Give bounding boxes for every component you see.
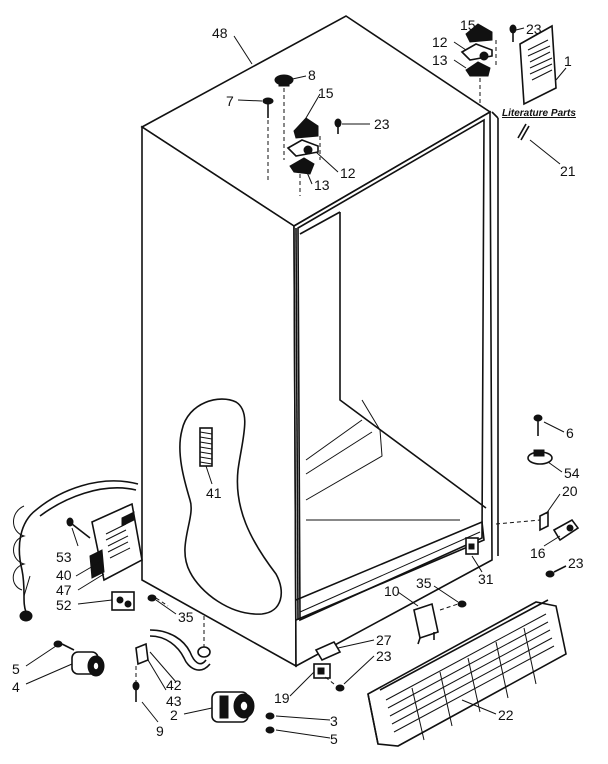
label-23-side: 23 (568, 555, 584, 571)
label-47: 47 (56, 582, 72, 598)
left-side-parts (12, 480, 169, 622)
label-21: 21 (560, 163, 576, 179)
label-7: 7 (226, 93, 234, 109)
label-5-bottom: 5 (330, 731, 338, 747)
label-15-center: 15 (318, 85, 334, 101)
right-side-parts (465, 414, 580, 578)
label-40: 40 (56, 567, 72, 583)
label-9: 9 (156, 723, 164, 739)
label-12-center: 12 (340, 165, 356, 181)
label-12-right: 12 (432, 34, 448, 50)
label-10: 10 (384, 583, 400, 599)
top-hinge-assembly (262, 74, 342, 196)
label-41: 41 (206, 485, 222, 501)
label-4: 4 (12, 679, 20, 695)
label-16: 16 (530, 545, 546, 561)
label-8: 8 (308, 67, 316, 83)
label-6: 6 (566, 425, 574, 441)
refrigerator-cabinet (140, 15, 499, 668)
label-13-center: 13 (314, 177, 330, 193)
label-15-right: 15 (460, 17, 476, 33)
toe-grille (367, 599, 567, 747)
leader-lines (23, 25, 567, 739)
label-5-left: 5 (12, 661, 20, 677)
label-42: 42 (166, 677, 182, 693)
label-52: 52 (56, 597, 72, 613)
label-23-right: 23 (526, 21, 542, 37)
coil-spring-part (199, 427, 213, 467)
part-labels: 48 8 7 15 23 12 13 15 23 12 13 1 21 6 54… (12, 17, 584, 747)
label-48: 48 (212, 25, 228, 41)
label-20: 20 (562, 483, 578, 499)
literature-parts-label: Literature Parts (502, 108, 576, 119)
label-35-right: 35 (416, 575, 432, 591)
label-31: 31 (478, 571, 494, 587)
label-53: 53 (56, 549, 72, 565)
label-13-right: 13 (432, 52, 448, 68)
label-23-bottom: 23 (376, 648, 392, 664)
label-43: 43 (166, 693, 182, 709)
label-35-left: 35 (178, 609, 194, 625)
right-hinge-assembly: Literature Parts (460, 23, 576, 141)
label-54: 54 (564, 465, 580, 481)
label-1: 1 (564, 53, 572, 69)
label-27: 27 (376, 632, 392, 648)
label-19: 19 (274, 690, 290, 706)
bottom-parts (53, 600, 467, 734)
label-2: 2 (170, 707, 178, 723)
label-23-center: 23 (374, 116, 390, 132)
label-22: 22 (498, 707, 514, 723)
label-3: 3 (330, 713, 338, 729)
